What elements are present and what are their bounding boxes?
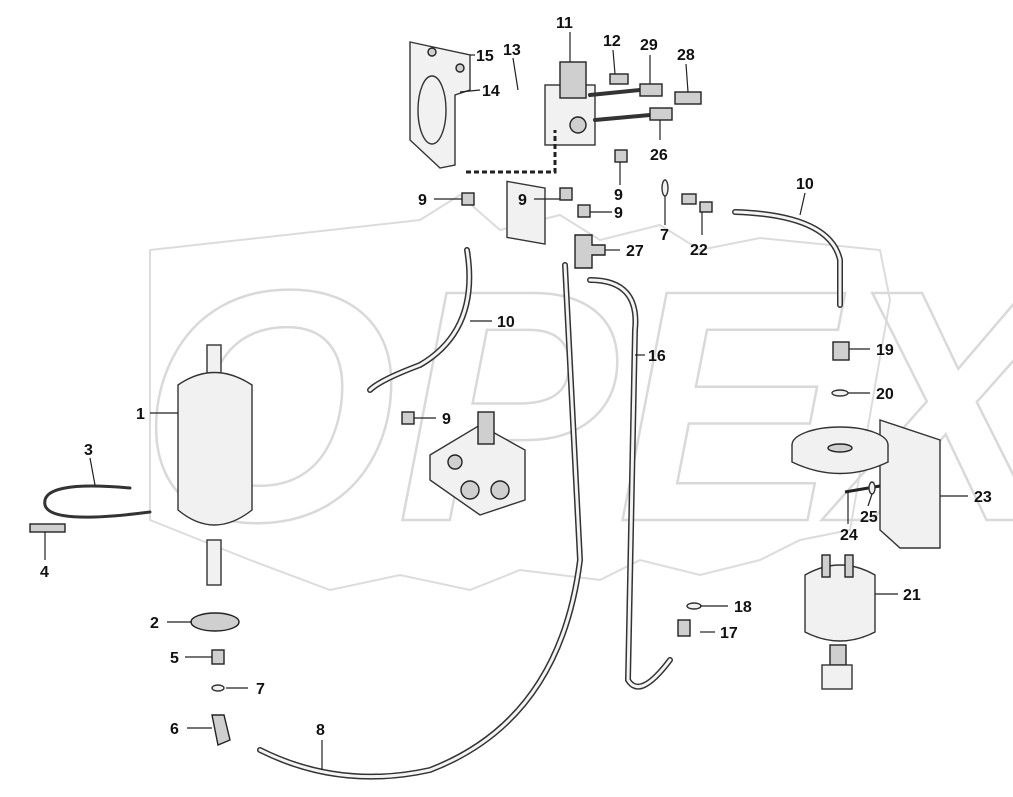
callout-14: 14 — [482, 83, 500, 100]
callout-6: 6 — [170, 721, 179, 738]
fitting-part-9-a — [461, 192, 475, 206]
callout-labels: 1 2 3 4 5 6 7 7 8 9 9 9 9 9 10 10 11 12 … — [40, 15, 992, 739]
bracket-part-15 — [409, 41, 471, 169]
callout-28: 28 — [677, 47, 695, 64]
leader-lines — [44, 32, 968, 770]
callout-22: 22 — [690, 242, 708, 259]
callout-7-upper: 7 — [660, 227, 669, 244]
o-ring-part-7-lower — [211, 684, 225, 692]
o-ring-part-7-upper — [661, 179, 669, 197]
callout-17: 17 — [720, 625, 738, 642]
valve-block-part-11 — [544, 61, 652, 146]
callout-24: 24 — [840, 527, 858, 544]
callout-23: 23 — [974, 489, 992, 506]
fitting-part-17 — [677, 619, 691, 637]
callout-9-b: 9 — [518, 192, 527, 209]
callout-10-left: 10 — [497, 314, 515, 331]
callout-11: 11 — [556, 15, 573, 32]
fitting-part-29 — [639, 83, 663, 97]
clamp-part-3 — [43, 484, 152, 519]
fitting-part-22 — [681, 193, 697, 205]
fitting-part-26 — [649, 107, 673, 121]
valve-body — [429, 411, 526, 516]
bolt-part-12 — [609, 73, 629, 85]
callout-19: 19 — [876, 342, 894, 359]
fitting-part-9-d — [614, 149, 628, 163]
fitting-part-9-b — [559, 187, 573, 201]
o-ring-part-20 — [831, 389, 849, 397]
callout-9-a: 9 — [418, 192, 427, 209]
dashed-link — [466, 130, 557, 174]
fitting-part-19 — [832, 341, 850, 361]
elbow-part-6 — [211, 714, 231, 746]
callout-15: 15 — [476, 48, 494, 65]
accumulator-part-1 — [177, 344, 253, 586]
callout-18: 18 — [734, 599, 752, 616]
cap-part-18 — [686, 602, 702, 610]
callout-13: 13 — [503, 42, 521, 59]
fitting-part-9-e — [401, 411, 415, 425]
washer-part-25 — [868, 481, 876, 495]
callout-5: 5 — [170, 650, 179, 667]
callout-16: 16 — [648, 348, 666, 365]
callout-9-e: 9 — [442, 411, 451, 428]
callout-1: 1 — [136, 406, 145, 423]
callout-9-c: 9 — [614, 205, 623, 222]
callout-7-lower: 7 — [256, 681, 265, 698]
bolt-part-4 — [29, 523, 66, 533]
callout-21: 21 — [903, 587, 921, 604]
callout-10-right: 10 — [796, 176, 814, 193]
callout-3: 3 — [84, 442, 93, 459]
callout-2: 2 — [150, 615, 159, 632]
bracket-part-23 — [791, 419, 941, 549]
callout-20: 20 — [876, 386, 894, 403]
fitting-part-5 — [211, 649, 225, 665]
plate-part-13 — [506, 180, 546, 245]
callout-25: 25 — [860, 509, 878, 526]
fitting-part-9-c — [577, 204, 591, 218]
callout-12: 12 — [603, 33, 621, 50]
callout-27: 27 — [626, 243, 644, 260]
filter-part-21 — [804, 554, 876, 690]
callout-4: 4 — [40, 564, 49, 581]
callout-8: 8 — [316, 722, 325, 739]
callout-9-d: 9 — [614, 187, 623, 204]
seal-ring-part-2 — [190, 612, 240, 632]
tee-part-27 — [574, 234, 606, 269]
fitting-part-28 — [674, 91, 702, 105]
callout-29: 29 — [640, 37, 658, 54]
callout-26: 26 — [650, 147, 668, 164]
